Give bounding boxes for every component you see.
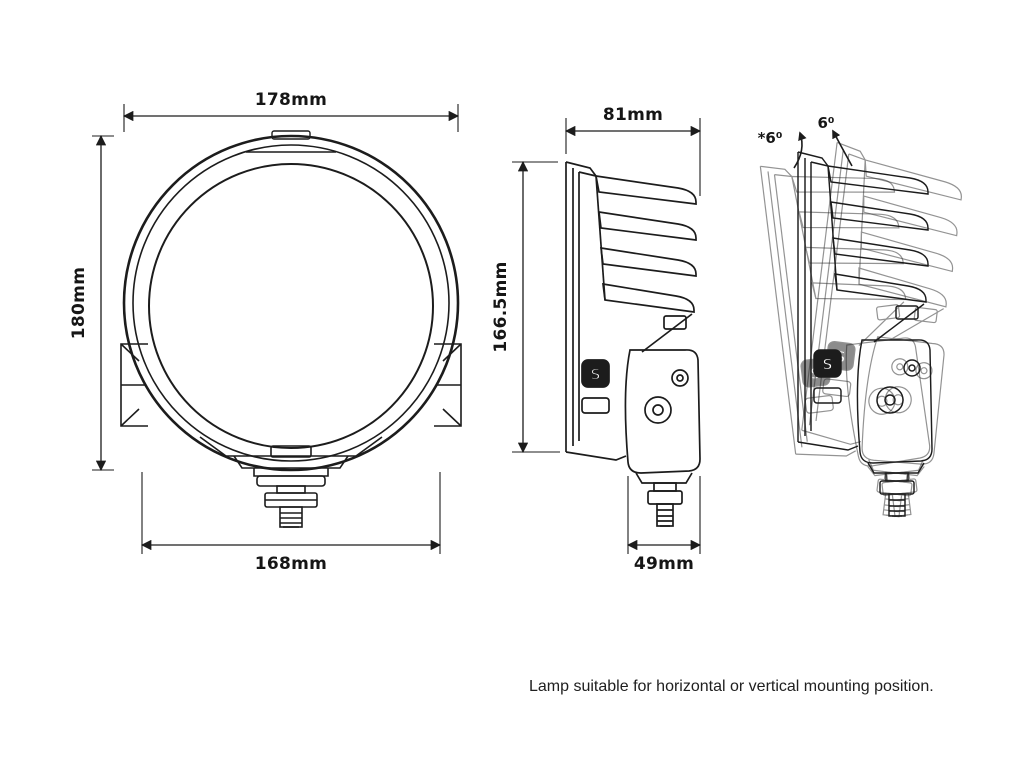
front-height-label: 180mm	[69, 267, 89, 339]
tilt-profile-main	[797, 151, 933, 517]
tilt-view: *6⁰ 6⁰	[758, 114, 971, 529]
front-top-notch	[271, 130, 311, 140]
side-view: 81mm 166.5mm 49mm	[491, 105, 702, 574]
tilt-back-arrow-icon	[793, 131, 807, 169]
front-outer-rim	[122, 134, 460, 472]
dimension-front-height: 180mm	[69, 134, 114, 472]
front-base-width-label: 168mm	[255, 554, 327, 574]
dimension-side-bracket-width: 49mm	[626, 476, 702, 574]
tilt-profile-forward-ghost	[792, 141, 971, 521]
side-bracket-width-label: 49mm	[634, 554, 694, 574]
dimension-front-width: 178mm	[122, 90, 460, 132]
dimension-front-base-width: 168mm	[140, 472, 442, 574]
side-height-label: 166.5mm	[491, 261, 511, 352]
tilt-forward-angle-label: 6⁰	[817, 114, 834, 132]
front-inner-rim	[132, 144, 450, 462]
front-side-tabs	[120, 343, 462, 427]
side-profile	[565, 161, 701, 527]
tilt-profile-back-ghost	[759, 149, 939, 529]
tilt-forward-arrow-icon	[832, 129, 853, 167]
dimension-side-height: 166.5mm	[491, 160, 560, 454]
front-bottom-assembly	[199, 436, 383, 528]
tilt-back-angle-label: *6⁰	[758, 129, 783, 147]
front-lens	[148, 163, 434, 449]
front-width-label: 178mm	[255, 90, 327, 110]
front-view: 178mm 180mm 168mm	[69, 90, 462, 574]
dimension-side-depth: 81mm	[564, 105, 702, 196]
caption: Lamp suitable for horizontal or vertical…	[529, 678, 934, 695]
side-depth-label: 81mm	[603, 105, 663, 125]
